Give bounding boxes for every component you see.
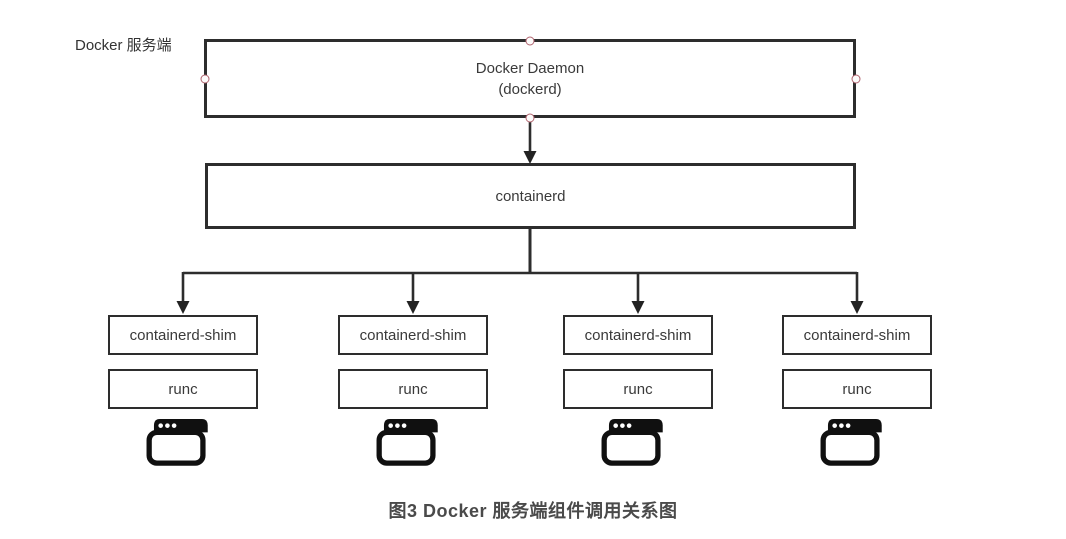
terminal-window-icon <box>146 418 208 466</box>
containerd-shim-box-2: containerd-shim <box>338 315 488 355</box>
docker-daemon-title: Docker Daemon <box>475 59 585 77</box>
containerd-branch-line <box>183 229 857 275</box>
containerd-shim-label: containerd-shim <box>359 326 467 344</box>
docker-daemon-box: Docker Daemon (dockerd) <box>204 39 856 118</box>
branch-arrow-1 <box>176 272 190 314</box>
containerd-shim-box-4: containerd-shim <box>782 315 932 355</box>
runc-label: runc <box>842 380 872 398</box>
containerd-shim-label: containerd-shim <box>584 326 692 344</box>
containerd-shim-box-3: containerd-shim <box>563 315 713 355</box>
terminal-window-icon <box>601 418 663 466</box>
branch-arrow-2 <box>406 272 420 314</box>
containerd-shim-box-1: containerd-shim <box>108 315 258 355</box>
runc-box-4: runc <box>782 369 932 409</box>
runc-box-3: runc <box>563 369 713 409</box>
docker-daemon-subtitle: (dockerd) <box>498 80 562 98</box>
runc-label: runc <box>623 380 653 398</box>
terminal-window-icon <box>376 418 438 466</box>
branch-arrow-3 <box>631 272 645 314</box>
containerd-shim-label: containerd-shim <box>803 326 911 344</box>
daemon-to-containerd-arrow <box>523 119 537 164</box>
server-side-label: Docker 服务端 <box>75 37 172 54</box>
connector-handle-right <box>851 74 861 84</box>
terminal-window-icon <box>820 418 882 466</box>
figure-caption: 图3 Docker 服务端组件调用关系图 <box>388 501 678 521</box>
runc-label: runc <box>398 380 428 398</box>
connector-handle-bottom <box>525 113 535 123</box>
containerd-label: containerd <box>495 187 566 205</box>
connector-handle-top <box>525 36 535 46</box>
connector-handle-left <box>200 74 210 84</box>
runc-box-2: runc <box>338 369 488 409</box>
branch-arrow-4 <box>850 272 864 314</box>
containerd-shim-label: containerd-shim <box>129 326 237 344</box>
containerd-box: containerd <box>205 163 856 229</box>
runc-label: runc <box>168 380 198 398</box>
runc-box-1: runc <box>108 369 258 409</box>
